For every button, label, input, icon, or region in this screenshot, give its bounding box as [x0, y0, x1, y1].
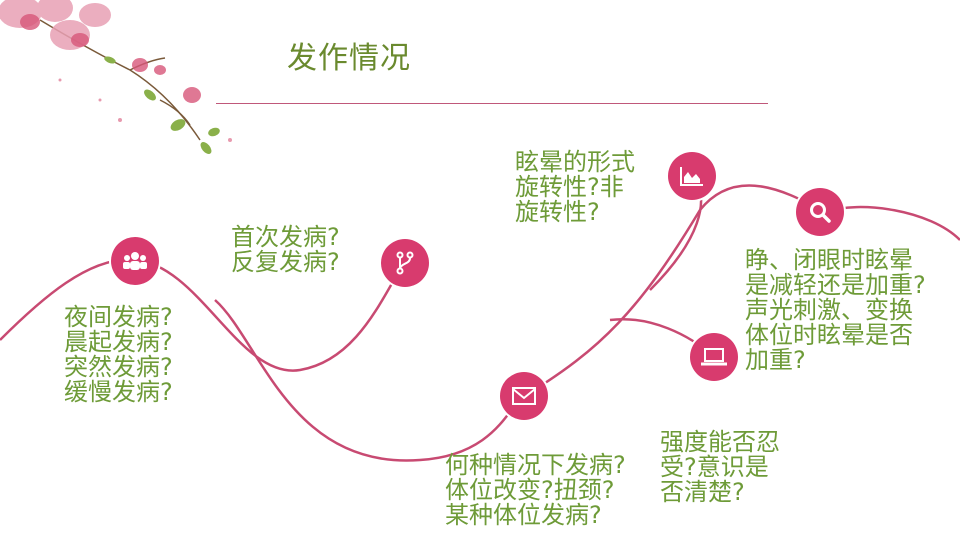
text-line: 反复发病?	[231, 248, 340, 276]
node-laptop	[690, 333, 738, 381]
text-line: 声光刺激、变换	[745, 296, 913, 324]
node-mail	[500, 372, 548, 420]
text-line: 突然发病?	[64, 353, 173, 381]
text-line: 某种体位发病?	[445, 501, 602, 529]
page-title: 发作情况	[287, 41, 411, 76]
text-line: 眩晕的形式	[515, 148, 635, 176]
title-divider	[216, 103, 768, 104]
text-onset-time: 夜间发病? 晨起发病? 突然发病? 缓慢发病?	[64, 305, 173, 405]
floral-decoration	[0, 0, 232, 154]
wave-line	[0, 258, 407, 372]
text-line: 体位时眩晕是否	[745, 321, 913, 349]
text-line: 旋转性?	[515, 198, 600, 226]
text-vertigo-form: 眩晕的形式 旋转性?非 旋转性?	[515, 150, 635, 225]
branch-icon	[396, 251, 414, 275]
text-line: 否清楚?	[660, 478, 745, 506]
text-line: 旋转性?非	[515, 173, 624, 201]
node-search	[796, 188, 844, 236]
laptop-icon	[701, 348, 727, 366]
text-onset-frequency: 首次发病? 反复发病?	[231, 225, 340, 275]
text-line: 睁、闭眼时眩晕	[745, 246, 913, 274]
search-icon	[810, 202, 831, 223]
text-intensity-consciousness: 强度能否忍 受?意识是 否清楚?	[660, 430, 780, 505]
text-line: 夜间发病?	[64, 303, 173, 331]
node-users	[111, 237, 159, 285]
chart-icon	[680, 167, 703, 186]
text-line: 强度能否忍	[660, 428, 780, 456]
text-aggravating-factors: 睁、闭眼时眩晕 是减轻还是加重? 声光刺激、变换 体位时眩晕是否 加重?	[745, 248, 926, 373]
text-trigger-conditions: 何种情况下发病? 体位改变?扭颈? 某种体位发病?	[445, 453, 626, 528]
users-icon	[123, 252, 147, 270]
text-line: 何种情况下发病?	[445, 451, 626, 479]
text-line: 晨起发病?	[64, 328, 173, 356]
node-branch	[381, 239, 429, 287]
mail-icon	[512, 387, 536, 405]
text-line: 加重?	[745, 346, 806, 374]
text-line: 首次发病?	[231, 223, 340, 251]
text-line: 缓慢发病?	[64, 378, 173, 406]
text-line: 体位改变?扭颈?	[445, 476, 615, 504]
text-line: 是减轻还是加重?	[745, 271, 926, 299]
node-chart	[668, 152, 716, 200]
text-line: 受?意识是	[660, 453, 769, 481]
